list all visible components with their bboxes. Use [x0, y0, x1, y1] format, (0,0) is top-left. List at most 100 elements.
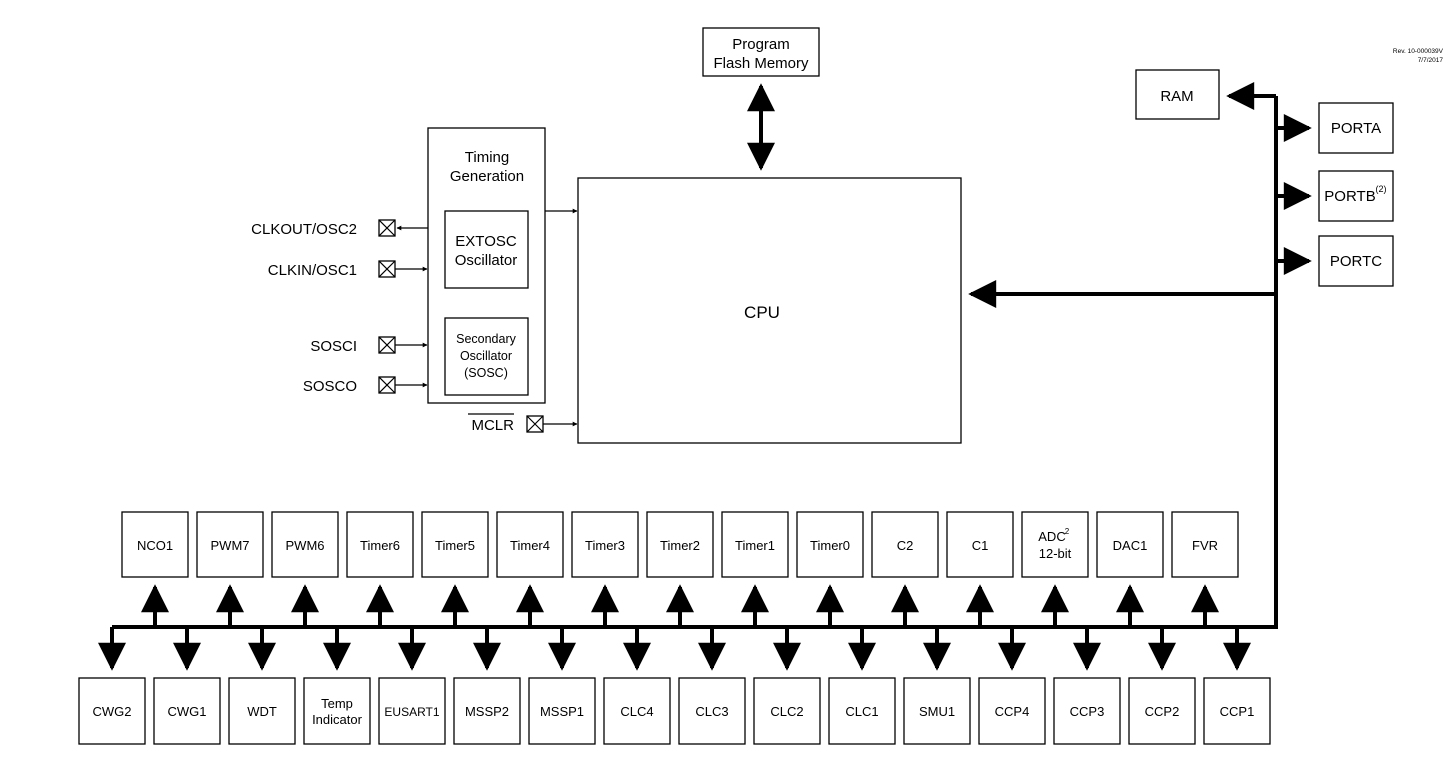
peripheral-wdt: WDT [228, 627, 296, 745]
peripheral-dac1: DAC1 [1096, 511, 1164, 627]
peripheral-label: CCP4 [995, 704, 1030, 719]
peripheral-label-2: Indicator [312, 712, 363, 727]
peripheral-smu1: SMU1 [903, 627, 971, 745]
peripheral-label: CWG2 [93, 704, 132, 719]
revision-number: Rev. 10-000039V [1393, 48, 1444, 55]
peripheral-label: Timer4 [510, 538, 550, 553]
pin-label-clkout: CLKOUT/OSC2 [251, 221, 357, 238]
port-block-1: PORTB(2) [1276, 170, 1394, 222]
peripheral-label: Timer2 [660, 538, 700, 553]
pin-clkout: CLKOUT/OSC2 [251, 219, 428, 238]
peripheral-label: CWG1 [168, 704, 207, 719]
peripheral-label: FVR [1192, 538, 1218, 553]
port-label: PORTC [1330, 253, 1382, 270]
pin-label-sosco: SOSCO [303, 378, 357, 395]
peripheral-label: CLC1 [845, 704, 878, 719]
program-flash-label: Program [732, 36, 790, 53]
peripheral-ccp1: CCP1 [1203, 627, 1271, 745]
peripheral-label: MSSP1 [540, 704, 584, 719]
peripheral-pwm7: PWM7 [196, 511, 264, 627]
peripheral-label: SMU1 [919, 704, 955, 719]
pin-label-clkin: CLKIN/OSC1 [268, 262, 357, 279]
peripheral-timer0: Timer0 [796, 511, 864, 627]
peripheral-label: Timer1 [735, 538, 775, 553]
peripheral-timer3: Timer3 [571, 511, 639, 627]
cpu-block: CPU [577, 177, 962, 444]
peripheral-c2: C2 [871, 511, 939, 627]
program-flash-label-2: Flash Memory [713, 55, 809, 72]
peripheral-eusart1: EUSART1 [378, 627, 446, 745]
peripheral-timer4: Timer4 [496, 511, 564, 627]
peripheral-clc3: CLC3 [678, 627, 746, 745]
pin-label-sosci: SOSCI [310, 338, 357, 355]
port-superscript: (2) [1376, 184, 1387, 194]
peripheral-label: Timer3 [585, 538, 625, 553]
sosc-label-2: Oscillator [460, 349, 512, 363]
peripheral-label: PWM6 [286, 538, 325, 553]
peripheral-label: C1 [972, 538, 989, 553]
peripheral-label: Timer0 [810, 538, 850, 553]
port-label: PORTB [1324, 188, 1375, 205]
peripheral-label: CLC3 [695, 704, 728, 719]
pin-sosco: SOSCO [303, 376, 428, 395]
peripheral-fvr: FVR [1171, 511, 1239, 627]
peripheral-c1: C1 [946, 511, 1014, 627]
system-bus [112, 96, 1278, 629]
program-flash-memory-block: Program Flash Memory [702, 27, 820, 77]
peripheral-label: MSSP2 [465, 704, 509, 719]
peripheral-superscript: 2 [1065, 527, 1070, 536]
peripheral-label: Timer6 [360, 538, 400, 553]
peripheral-label: ADC [1038, 529, 1065, 544]
sosc-label-3: (SOSC) [464, 366, 508, 380]
peripheral-clc2: CLC2 [753, 627, 821, 745]
peripheral-label: PWM7 [211, 538, 250, 553]
sosc-label: Secondary [456, 332, 517, 346]
sosc-block [444, 317, 529, 396]
timing-generation-block: Timing Generation EXTOSC Oscillator Seco… [427, 127, 546, 404]
revision-date: 7/7/2017 [1418, 57, 1444, 64]
pin-sosci: SOSCI [310, 336, 428, 355]
ram-label: RAM [1160, 88, 1193, 105]
peripheral-label: NCO1 [137, 538, 173, 553]
ram-block: RAM [1135, 69, 1220, 120]
peripheral-label: WDT [247, 704, 277, 719]
extosc-label: EXTOSC [455, 233, 517, 250]
peripheral-label: CCP1 [1220, 704, 1255, 719]
peripheral-label: EUSART1 [384, 705, 439, 719]
peripheral-ccp3: CCP3 [1053, 627, 1121, 745]
pin-mclr: MCLR [468, 413, 578, 434]
extosc-block [444, 210, 529, 289]
peripheral-cwg2: CWG2 [78, 627, 146, 745]
peripheral-label: C2 [897, 538, 914, 553]
peripheral-ccp4: CCP4 [978, 627, 1046, 745]
peripheral-label: CLC4 [620, 704, 653, 719]
peripheral-nco1: NCO1 [121, 511, 189, 627]
timing-label-2: Generation [450, 168, 524, 185]
peripheral-cwg1: CWG1 [153, 627, 221, 745]
peripheral-label: DAC1 [1113, 538, 1148, 553]
pin-clkin: CLKIN/OSC1 [268, 260, 428, 279]
peripheral-label: CCP3 [1070, 704, 1105, 719]
peripheral-mssp2: MSSP2 [453, 627, 521, 745]
peripheral-timer1: Timer1 [721, 511, 789, 627]
peripheral-label: Timer5 [435, 538, 475, 553]
peripheral-timer2: Timer2 [646, 511, 714, 627]
peripheral-pwm6: PWM6 [271, 511, 339, 627]
peripheral-clc4: CLC4 [603, 627, 671, 745]
peripheral-timer6: Timer6 [346, 511, 414, 627]
peripheral-label: CLC2 [770, 704, 803, 719]
peripheral-ccp2: CCP2 [1128, 627, 1196, 745]
peripheral-label: Temp [321, 696, 353, 711]
peripheral-label-2: 12-bit [1039, 546, 1072, 561]
peripheral-label: CCP2 [1145, 704, 1180, 719]
port-block-0: PORTA [1276, 102, 1394, 154]
pin-label-mclr: MCLR [471, 417, 514, 434]
extosc-label-2: Oscillator [455, 252, 518, 269]
peripheral-timer5: Timer5 [421, 511, 489, 627]
peripheral-clc1: CLC1 [828, 627, 896, 745]
port-label: PORTA [1331, 120, 1381, 137]
port-block-2: PORTC [1276, 235, 1394, 287]
